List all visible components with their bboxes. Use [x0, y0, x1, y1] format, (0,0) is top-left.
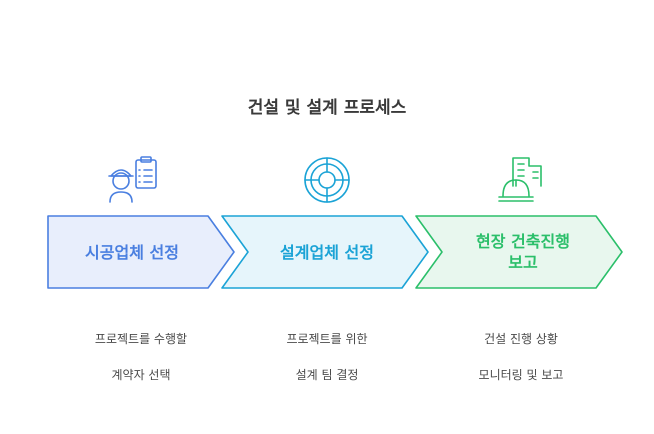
compass-target-icon: [304, 157, 350, 203]
step-3-label-line2: 보고: [508, 253, 538, 272]
step-1-description: 프로젝트를 수행할 계약자 선택: [48, 312, 234, 402]
step-3-label-line1: 현장 건축진행: [476, 232, 570, 251]
step-3-description-line1: 건설 진행 상황: [484, 332, 558, 346]
building-hardhat-icon: [498, 157, 542, 202]
step-3-description-line2: 모니터링 및 보고: [478, 368, 564, 382]
step-3-description: 건설 진행 상황 모니터링 및 보고: [428, 312, 614, 402]
step-2-description: 프로젝트를 위한 설계 팀 결정: [234, 312, 420, 402]
step-3-shape: [415, 215, 623, 289]
step-1-description-line2: 계약자 선택: [111, 368, 171, 382]
step-3-label: 현장 건축진행 보고: [440, 216, 606, 288]
step-2-description-line1: 프로젝트를 위한: [286, 332, 368, 346]
step-2-shape: [221, 215, 429, 289]
step-1-label: 시공업체 선정: [85, 242, 179, 262]
step-2-label: 설계업체 선정: [280, 242, 374, 262]
step-1-description-line1: 프로젝트를 수행할: [94, 332, 188, 346]
worker-with-clipboard-icon: [108, 156, 157, 203]
diagram-title: 건설 및 설계 프로세스: [247, 98, 407, 118]
step-1-shape: [47, 215, 235, 289]
step-2-description-line2: 설계 팀 결정: [295, 368, 359, 382]
